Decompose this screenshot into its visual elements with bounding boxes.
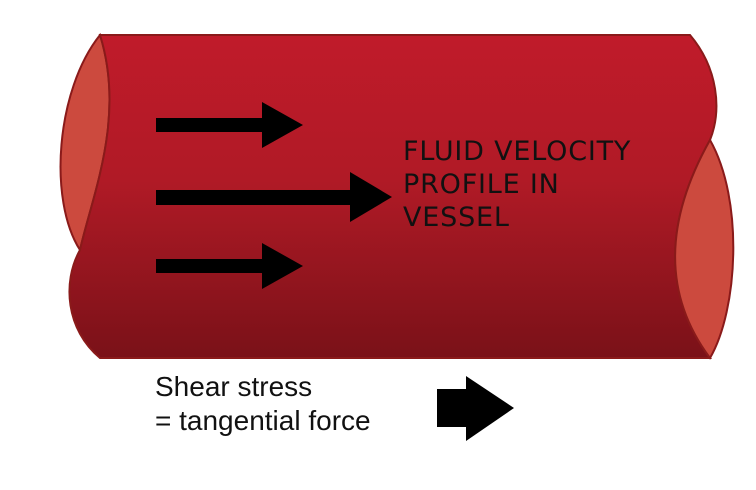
caption-line: = tangential force: [155, 405, 371, 436]
velocity-arrow-top: [156, 102, 303, 148]
vessel-body: [68, 34, 718, 359]
vessel-label-line: VESSEL: [403, 202, 510, 233]
caption-line: Shear stress: [155, 371, 313, 402]
velocity-arrow-bottom: [156, 243, 303, 289]
velocity-arrow-middle: [156, 172, 392, 222]
vessel-label-line: FLUID VELOCITY: [403, 136, 632, 167]
shear-stress-caption: Shear stress = tangential force: [155, 370, 435, 438]
vessel-label-line: PROFILE IN: [403, 169, 560, 200]
vessel-right-end: [674, 137, 735, 360]
vessel-label: FLUID VELOCITY PROFILE IN VESSEL: [403, 135, 703, 234]
shear-stress-arrow: [437, 376, 514, 441]
